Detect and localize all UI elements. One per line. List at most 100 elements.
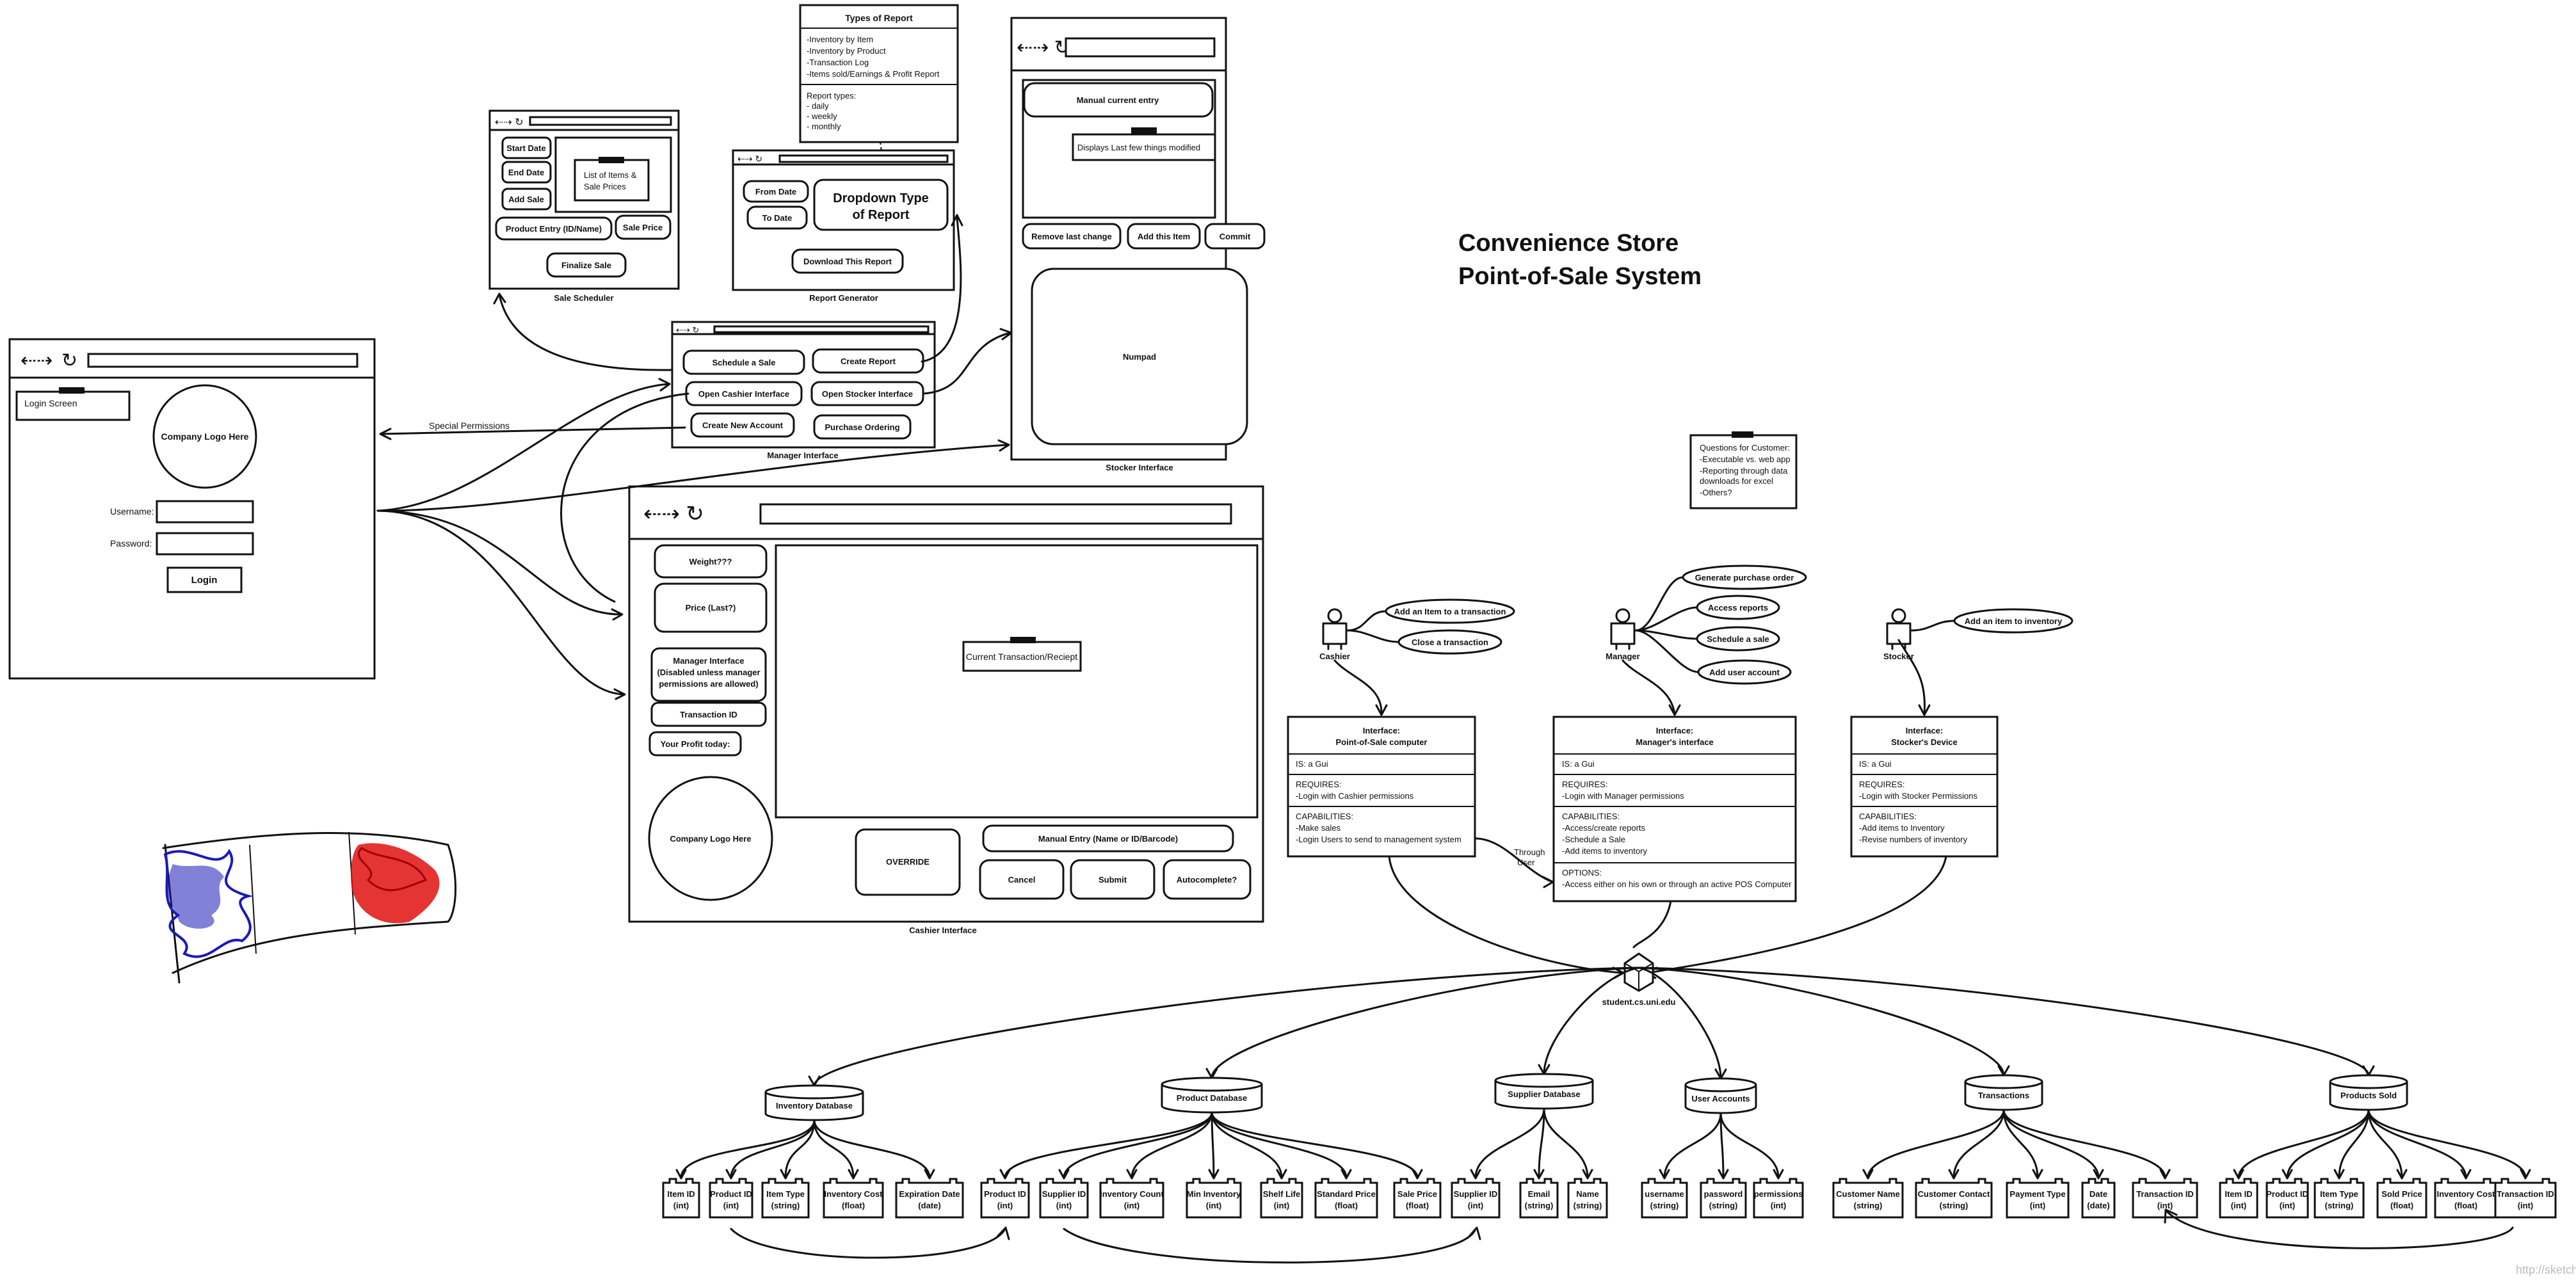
manual-entry-field[interactable]	[1023, 82, 1214, 118]
finalize-sale-button[interactable]	[546, 252, 627, 278]
db-field: Name(string)	[1567, 1178, 1608, 1219]
db-field: Supplier ID(int)	[1039, 1178, 1089, 1219]
cancel-button[interactable]	[979, 859, 1065, 900]
spec-title: Manager's interface	[1636, 737, 1714, 747]
field-box	[1832, 1178, 1904, 1219]
finalize-sale-label: Finalize Sale	[561, 260, 611, 270]
flag-sketch	[162, 831, 457, 984]
association-arrow	[1634, 606, 1698, 632]
field-type: (date)	[918, 1201, 940, 1210]
commit-button[interactable]	[1204, 223, 1266, 250]
field-box	[1260, 1178, 1303, 1219]
field-type: (string)	[1709, 1201, 1738, 1210]
db-field: Customer Name(string)	[1832, 1178, 1904, 1219]
sale-price-label: Sale Price	[623, 223, 663, 232]
url-bar[interactable]	[759, 503, 1232, 525]
url-bar[interactable]	[778, 154, 949, 163]
autocomplete-button[interactable]	[1163, 859, 1252, 900]
refresh-icon[interactable]: ↻	[61, 350, 77, 371]
to-date-button[interactable]	[746, 205, 808, 230]
purchase-ordering-button[interactable]	[813, 414, 912, 440]
db-field: Payment Type(int)	[2006, 1178, 2070, 1219]
cashier-interface-title: Cashier Interface	[909, 925, 977, 935]
through-user-label: Through	[1514, 847, 1545, 857]
product-entry-field[interactable]	[495, 216, 613, 241]
create-account-button[interactable]	[690, 412, 795, 438]
remove-last-label: Remove last change	[1031, 232, 1112, 241]
field-box	[1700, 1178, 1747, 1219]
weight-field[interactable]	[654, 544, 768, 579]
field-link	[1719, 1112, 1725, 1179]
sale-price-field[interactable]	[615, 214, 672, 240]
override-button[interactable]	[855, 828, 961, 896]
server-link	[1543, 966, 1640, 1075]
manual-entry-field[interactable]	[982, 824, 1234, 853]
field-box	[2081, 1178, 2116, 1219]
transaction-id-field[interactable]	[650, 701, 767, 727]
field-link	[1211, 1111, 1283, 1179]
field-box	[2494, 1178, 2557, 1219]
db-field: password (string)	[1700, 1178, 1747, 1219]
end-date-label: End Date	[508, 168, 544, 177]
use-case	[1696, 595, 1780, 620]
server-link	[813, 966, 1640, 1087]
note-line: Questions for Customer:	[1700, 443, 1790, 453]
price-field[interactable]	[654, 582, 768, 633]
add-item-button[interactable]	[1127, 223, 1201, 250]
login-screen-label: Login Screen	[24, 398, 77, 408]
db-name: Transactions	[1978, 1091, 2029, 1100]
field-name: password	[1704, 1189, 1743, 1199]
server-link	[1638, 966, 2370, 1077]
field-name: Transaction ID	[2497, 1189, 2554, 1199]
field-box	[2376, 1178, 2427, 1219]
spec-title: Interface:	[1656, 726, 1694, 735]
start-date-button[interactable]	[501, 136, 552, 159]
to-date-label: To Date	[762, 213, 793, 223]
end-date-button[interactable]	[501, 161, 552, 184]
field-box	[980, 1178, 1030, 1219]
items-list-label: List of Items &	[584, 170, 637, 180]
remove-last-change-button[interactable]	[1022, 223, 1122, 250]
password-field[interactable]	[156, 532, 254, 556]
manager-interface-title: Manager Interface	[767, 451, 838, 460]
username-field[interactable]	[156, 500, 254, 524]
field-type: (int)	[2030, 1201, 2046, 1210]
field-type: (int)	[1468, 1201, 1484, 1210]
field-name: Inventory Cost	[2436, 1189, 2495, 1199]
login-button[interactable]	[166, 566, 243, 593]
use-case-label: Add user account	[1709, 668, 1780, 677]
server-node: student.cs.uni.edu	[1602, 952, 1675, 1007]
db-field: Product ID(int)	[980, 1178, 1030, 1219]
db-users: User Accountsusername(string)password(st…	[1638, 966, 1804, 1219]
add-item-label: Add this Item	[1138, 232, 1190, 241]
spec-line: IS: a Gui	[1296, 759, 1328, 769]
cashier-interface-mockup: ⇠⇢ ↻ Weight??? Price (Last?) Manager Int…	[628, 485, 1264, 923]
spec-line: -Access either on his own or through an …	[1562, 879, 1792, 889]
title-line-1: Convenience Store	[1458, 230, 1678, 257]
url-bar[interactable]	[1065, 37, 1216, 58]
association-arrow	[1634, 576, 1684, 632]
submit-button[interactable]	[1070, 859, 1155, 900]
spec-title: Interface:	[1363, 726, 1401, 735]
field-type: (int)	[673, 1201, 689, 1210]
url-bar[interactable]	[713, 325, 930, 333]
schedule-sale-button[interactable]	[682, 349, 805, 375]
download-report-button[interactable]	[791, 248, 904, 274]
field-link	[784, 1119, 816, 1179]
from-date-button[interactable]	[743, 180, 809, 203]
special-permissions-label: Special Permissions	[429, 421, 510, 431]
numpad[interactable]	[1031, 268, 1248, 445]
manager-interface-button[interactable]	[650, 647, 767, 702]
spec-line: IS: a Gui	[1562, 759, 1595, 769]
report-type-dropdown[interactable]	[813, 179, 949, 231]
add-sale-button[interactable]	[501, 188, 552, 211]
spec-connectors: Through User	[1333, 639, 1947, 979]
url-bar[interactable]	[529, 116, 672, 126]
url-bar[interactable]	[87, 353, 358, 368]
back-forward-icon[interactable]: ⇠⇢	[20, 350, 52, 371]
field-link	[1719, 1112, 1780, 1179]
db-field: Standard Price(float)	[1314, 1178, 1378, 1219]
field-link	[680, 1119, 816, 1179]
field-type: (string)	[1940, 1201, 1968, 1210]
